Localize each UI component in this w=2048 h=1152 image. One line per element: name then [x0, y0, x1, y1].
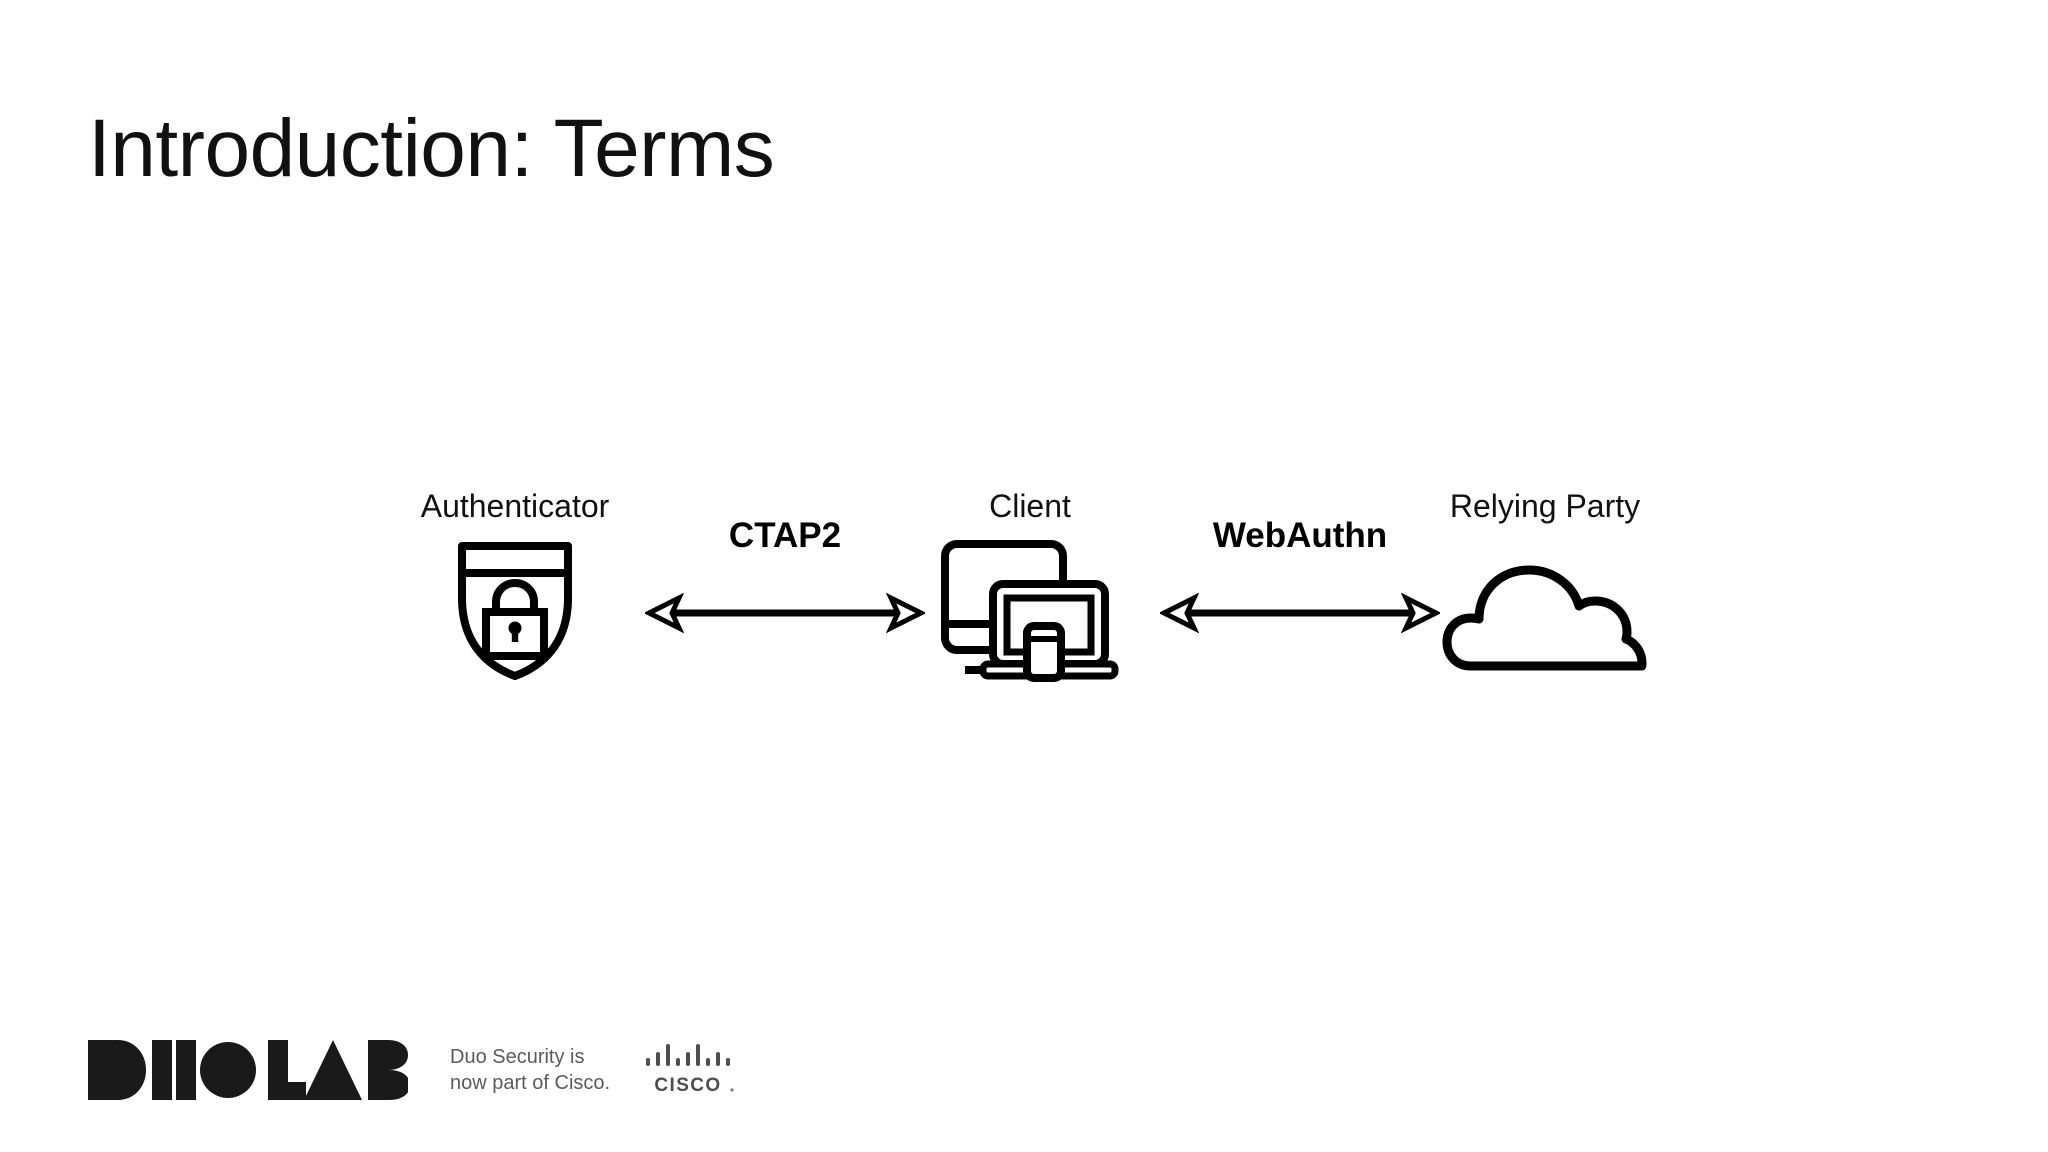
connector-label-webauthn: WebAuthn: [1212, 516, 1388, 555]
devices-icon: [905, 536, 1155, 686]
footer: Duo Security is now part of Cisco. CISCO: [88, 1040, 738, 1100]
diagram-node-authenticator: Authenticator: [390, 490, 640, 686]
cisco-tagline-line2: now part of Cisco.: [450, 1072, 611, 1094]
cloud-icon: [1420, 536, 1670, 686]
cisco-logo: CISCO: [610, 1042, 738, 1098]
double-arrow-icon: [1158, 592, 1442, 638]
shield-lock-icon: [390, 536, 640, 686]
node-label-relying-party: Relying Party: [1449, 488, 1641, 524]
diagram-connector-webauthn: WebAuthn: [1158, 498, 1442, 668]
diagram-connector-ctap2: CTAP2: [643, 498, 927, 668]
diagram-node-client: Client: [905, 490, 1155, 686]
svg-text:CISCO: CISCO: [654, 1075, 721, 1096]
duo-labs-logo: [88, 1040, 408, 1100]
double-arrow-icon: [643, 592, 927, 638]
node-label-authenticator: Authenticator: [420, 488, 610, 524]
diagram-node-relying-party: Relying Party: [1420, 490, 1670, 686]
page-title: Introduction: Terms: [88, 103, 775, 194]
cisco-tagline-line1: Duo Security is: [450, 1045, 585, 1068]
connector-label-ctap2: CTAP2: [728, 516, 842, 555]
terms-diagram: Authenticator CTAP2: [390, 470, 1670, 720]
cisco-tagline: Duo Security is now part of Cisco.: [450, 1044, 610, 1097]
node-label-client: Client: [989, 488, 1071, 524]
